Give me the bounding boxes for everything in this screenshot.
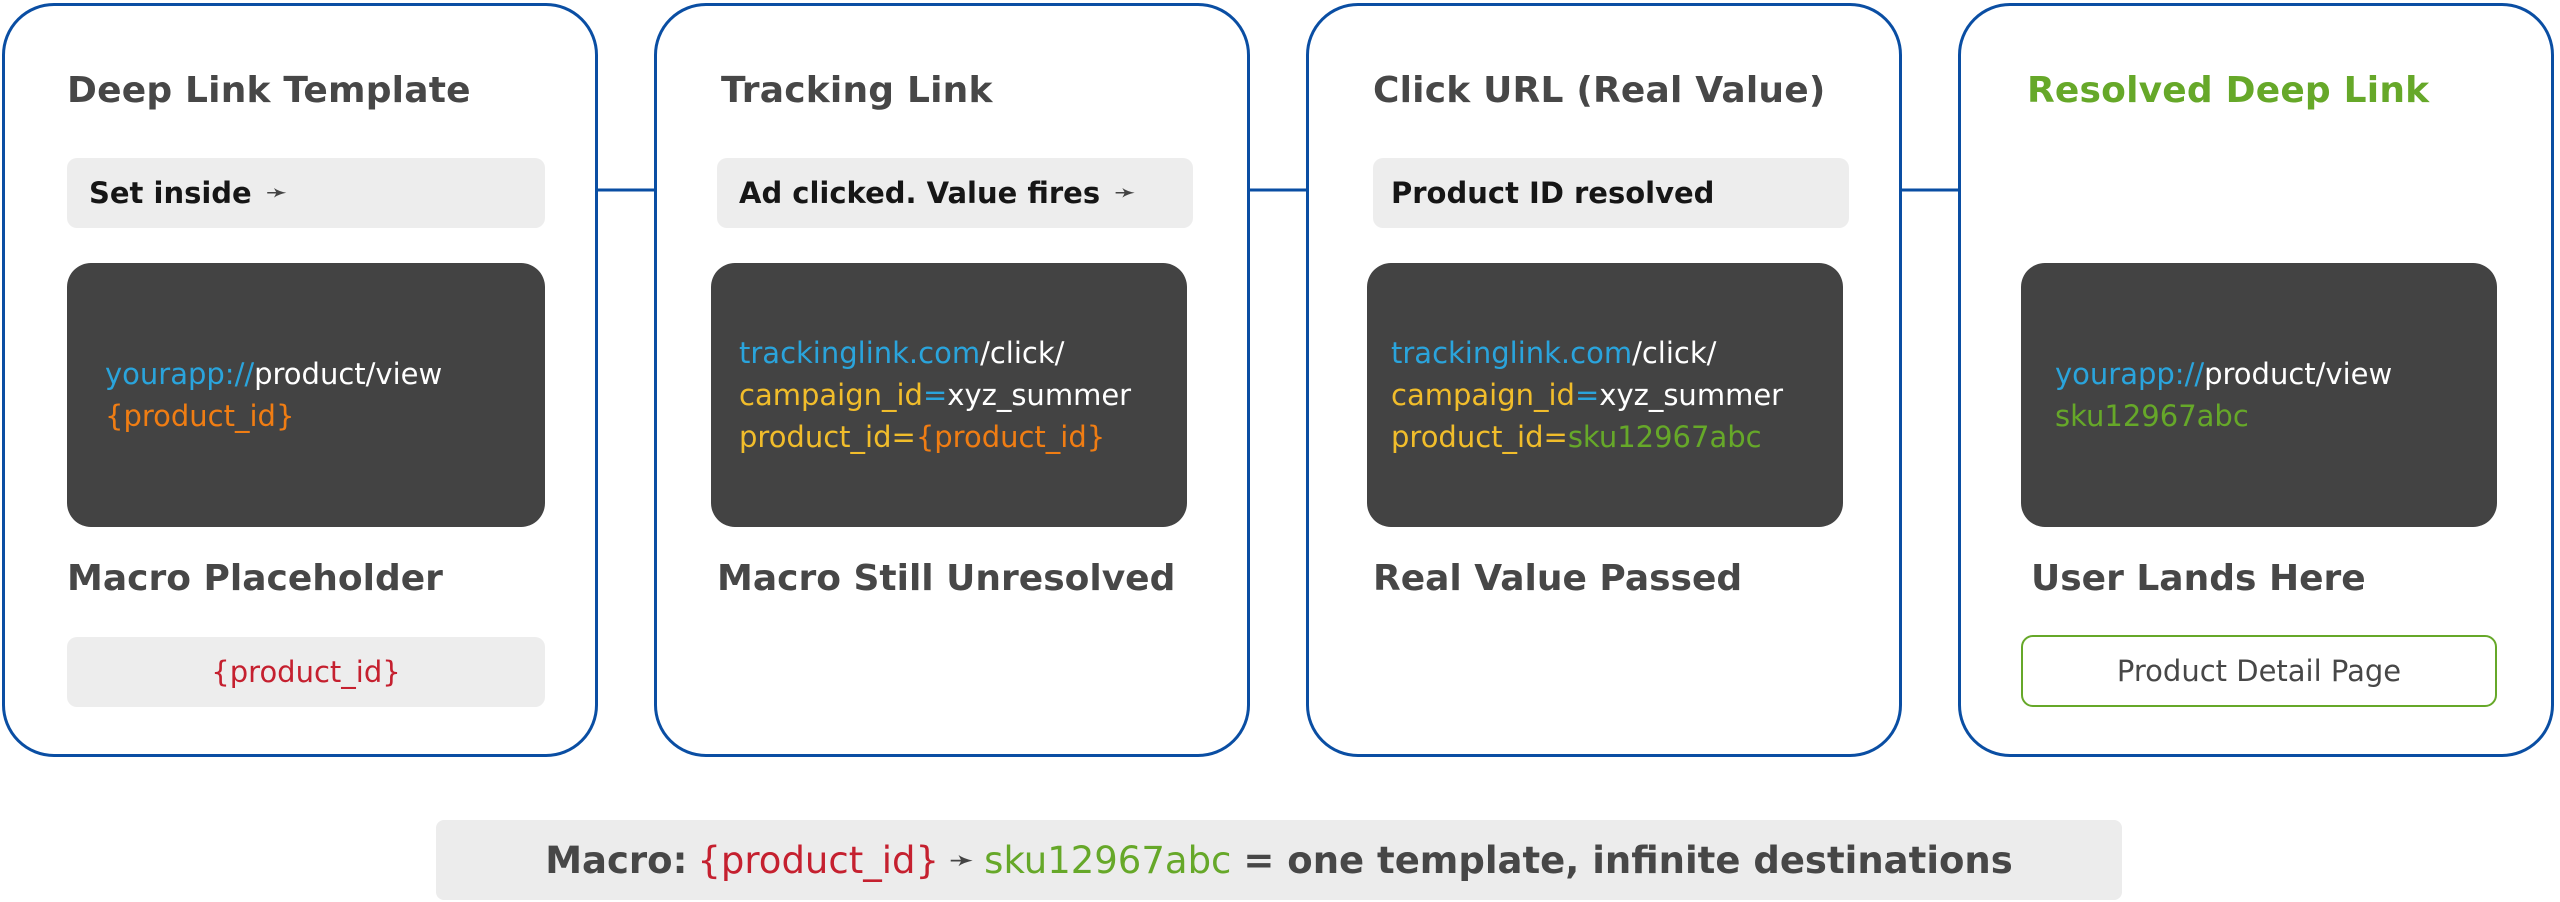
panel-heading: Click URL (Real Value): [1373, 70, 1826, 111]
url-scheme: yourapp://: [2055, 357, 2205, 391]
resolved-value: sku12967abc: [1567, 420, 1762, 454]
param-key: product_id=: [1391, 420, 1568, 454]
destination-box: Product Detail Page: [2021, 635, 2497, 707]
url-path: product/view: [2204, 357, 2393, 391]
panel-deep-link-template: Deep Link Template Set inside ➛ yourapp:…: [2, 3, 598, 757]
param-key: campaign_id: [1391, 378, 1575, 412]
banner-suffix: = one template, infinite destinations: [1243, 838, 2013, 882]
code-line: {product_id}: [105, 395, 545, 437]
code-line: yourapp://product/view: [2055, 353, 2497, 395]
macro-placeholder-box: {product_id}: [67, 637, 545, 707]
panel-click-url: Click URL (Real Value) Product ID resolv…: [1306, 3, 1902, 757]
step-label: Ad clicked. Value fires ➛: [717, 158, 1193, 228]
step-label: Product ID resolved: [1373, 158, 1849, 228]
param-key: product_id=: [739, 420, 916, 454]
code-line: yourapp://product/view: [105, 353, 545, 395]
code-line: trackinglink.com/click/: [1391, 332, 1843, 374]
code-block: trackinglink.com/click/ campaign_id=xyz_…: [1367, 263, 1843, 527]
param-value: xyz_summer: [947, 378, 1132, 412]
panel-subheading: Real Value Passed: [1373, 558, 1743, 599]
url-scheme: yourapp://: [105, 357, 255, 391]
panel-heading: Resolved Deep Link: [2027, 70, 2430, 111]
summary-banner: Macro: {product_id} ➛ sku12967abc = one …: [436, 820, 2122, 900]
banner-macro: {product_id}: [697, 838, 940, 882]
step-label-text: Set inside: [89, 176, 252, 210]
code-line: campaign_id=xyz_summer: [1391, 374, 1843, 416]
panel-heading: Tracking Link: [721, 70, 993, 111]
url-domain: trackinglink.com: [739, 336, 981, 370]
code-line: product_id={product_id}: [739, 416, 1187, 458]
url-domain: trackinglink.com: [1391, 336, 1633, 370]
step-label: Set inside ➛: [67, 158, 545, 228]
code-block: yourapp://product/view sku12967abc: [2021, 263, 2497, 527]
panel-subheading: Macro Placeholder: [67, 558, 443, 599]
step-label-text: Ad clicked. Value fires: [739, 176, 1101, 210]
panel-heading: Deep Link Template: [67, 70, 471, 111]
url-path: product/view: [254, 357, 443, 391]
arrow-icon: ➛: [949, 842, 975, 878]
panel-resolved-deep-link: Resolved Deep Link yourapp://product/vie…: [1958, 3, 2554, 757]
param-equals: =: [922, 378, 948, 412]
code-line: sku12967abc: [2055, 395, 2497, 437]
arrow-icon: ➛: [1114, 178, 1136, 208]
param-key: campaign_id: [739, 378, 923, 412]
param-value: xyz_summer: [1599, 378, 1784, 412]
code-block: trackinglink.com/click/ campaign_id=xyz_…: [711, 263, 1187, 527]
arrow-icon: ➛: [265, 178, 288, 208]
macro-placeholder-text: {product_id}: [211, 655, 401, 689]
macro-token: {product_id}: [915, 420, 1106, 454]
banner-prefix: Macro:: [545, 838, 688, 882]
destination-text: Product Detail Page: [2116, 654, 2402, 688]
url-path: /click/: [980, 336, 1065, 370]
url-path: /click/: [1632, 336, 1717, 370]
panel-subheading: User Lands Here: [2031, 558, 2366, 599]
banner-value: sku12967abc: [984, 838, 1232, 882]
macro-token: {product_id}: [105, 399, 295, 433]
panel-subheading: Macro Still Unresolved: [717, 558, 1176, 599]
param-equals: =: [1574, 378, 1600, 412]
panel-tracking-link: Tracking Link Ad clicked. Value fires ➛ …: [654, 3, 1250, 757]
code-line: campaign_id=xyz_summer: [739, 374, 1187, 416]
step-label-text: Product ID resolved: [1391, 176, 1715, 210]
code-block: yourapp://product/view {product_id}: [67, 263, 545, 527]
code-line: product_id=sku12967abc: [1391, 416, 1843, 458]
code-line: trackinglink.com/click/: [739, 332, 1187, 374]
resolved-value: sku12967abc: [2055, 399, 2249, 433]
